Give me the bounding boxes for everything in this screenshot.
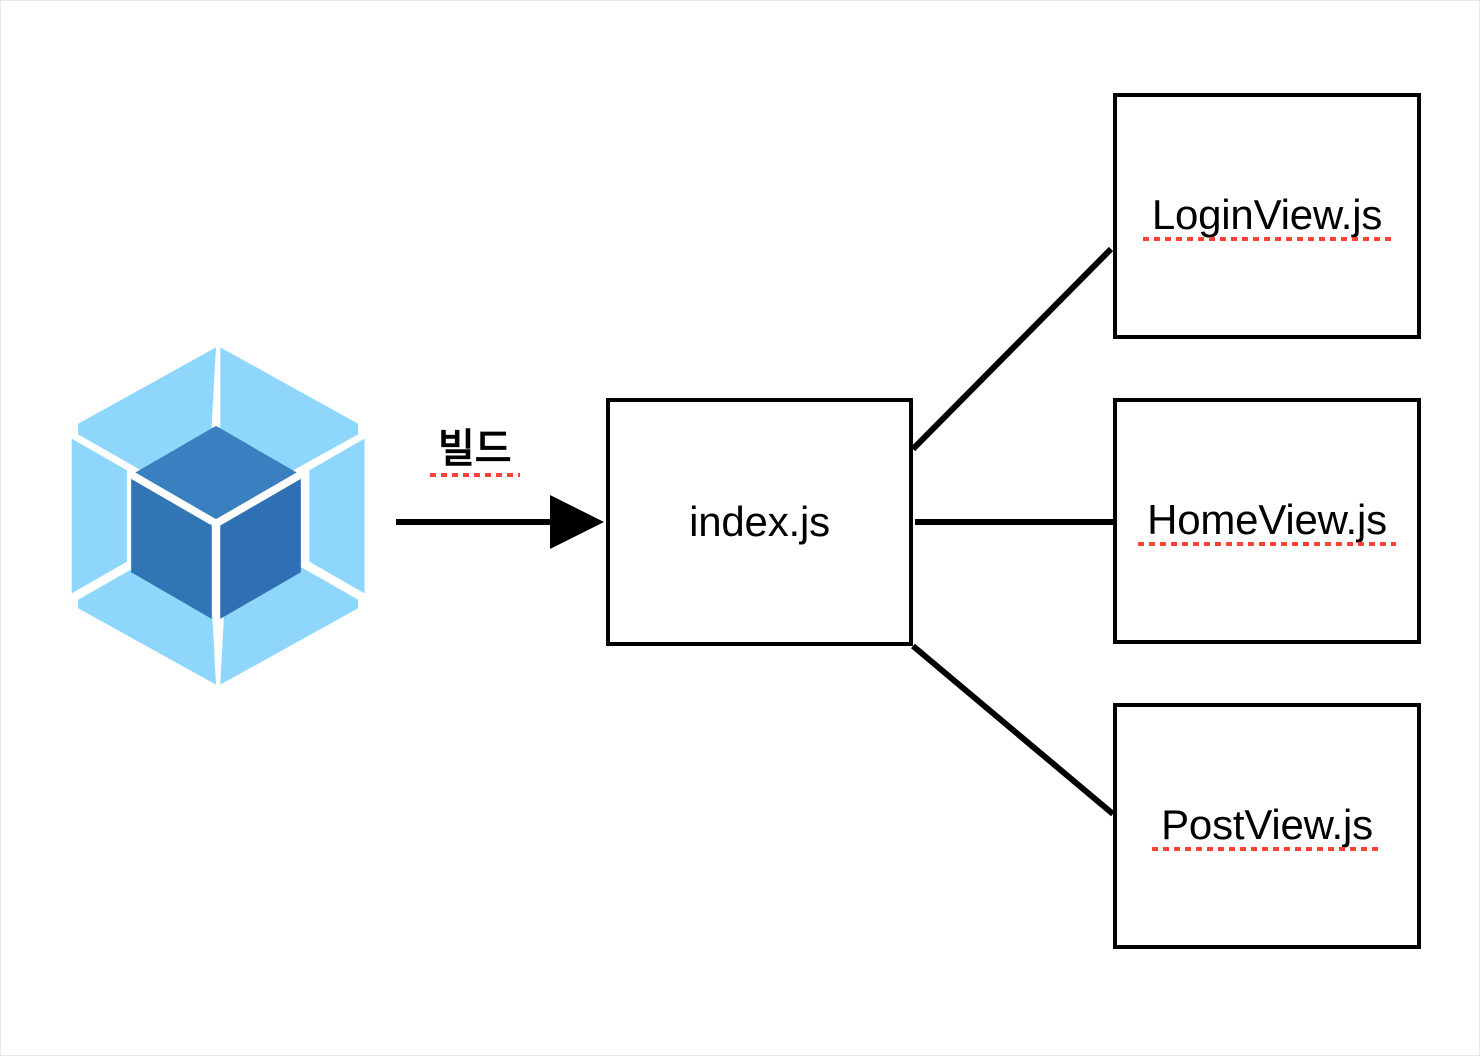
node-homeview-js-label: HomeView.js	[1138, 496, 1396, 546]
edge-label-build-text: 빌드	[430, 427, 520, 477]
webpack-logo-inner-cube	[131, 425, 301, 619]
edge-label-build: 빌드	[430, 427, 520, 477]
node-homeview-js[interactable]: HomeView.js	[1113, 398, 1421, 644]
edge-index-to-postview	[911, 643, 1115, 817]
node-postview-js[interactable]: PostView.js	[1113, 703, 1421, 949]
node-loginview-js-label: LoginView.js	[1142, 191, 1392, 241]
node-postview-js-label: PostView.js	[1152, 801, 1382, 851]
edge-index-to-loginview	[910, 246, 1114, 452]
node-index-js[interactable]: index.js	[606, 398, 913, 646]
node-index-js-label: index.js	[689, 498, 830, 545]
node-loginview-js[interactable]: LoginView.js	[1113, 93, 1421, 339]
webpack-logo	[56, 341, 376, 691]
